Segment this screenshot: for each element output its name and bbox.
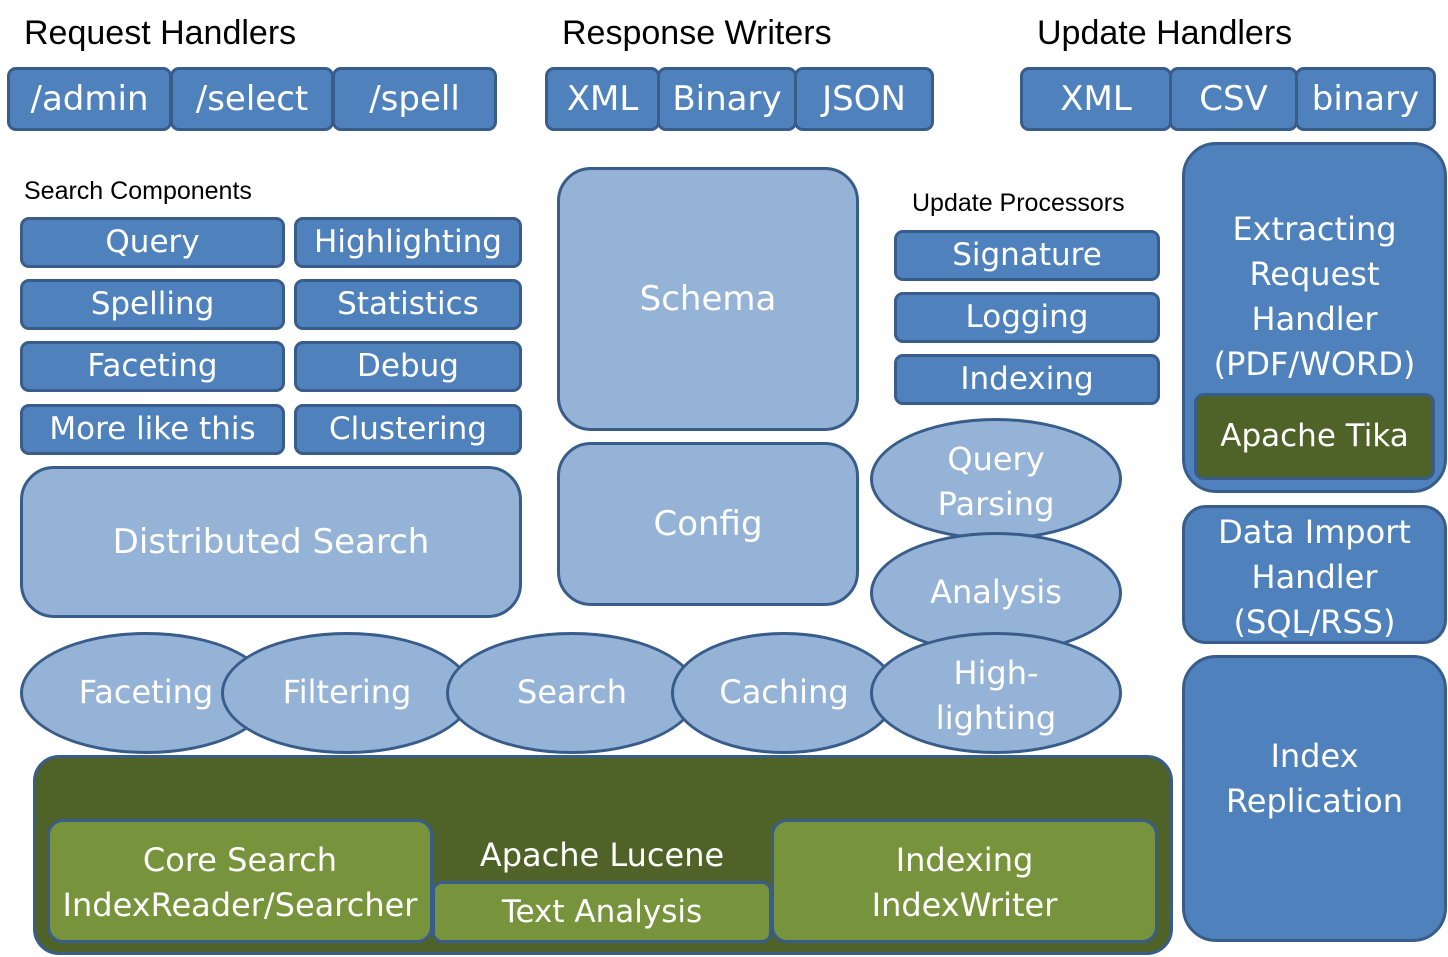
schema-box: Schema xyxy=(557,167,859,431)
search-component-debug: Debug xyxy=(294,341,522,392)
query-parsing-line-2: Parsing xyxy=(937,485,1055,523)
oval-filtering: Filtering xyxy=(221,632,473,754)
indexing-line-2: IndexWriter xyxy=(871,886,1058,924)
index-replication-text: Index Replication xyxy=(1185,734,1444,824)
indexing-text: Indexing IndexWriter xyxy=(774,838,1155,928)
highlighting-oval-text: High- lighting xyxy=(873,651,1119,741)
index-replication-line-1: Index xyxy=(1270,737,1359,775)
data-import-line-1: Data Import xyxy=(1218,513,1411,551)
update-processor-indexing: Indexing xyxy=(894,354,1160,405)
data-import-handler-box: Data Import Handler (SQL/RSS) xyxy=(1182,505,1447,644)
indexing-line-1: Indexing xyxy=(895,841,1034,879)
text-analysis-box: Text Analysis xyxy=(432,881,772,943)
response-writer-xml: XML xyxy=(545,67,660,131)
update-handler-csv: CSV xyxy=(1169,67,1298,131)
oval-query-parsing: Query Parsing xyxy=(870,418,1122,540)
oval-caching: Caching xyxy=(671,632,897,754)
apache-lucene-title: Apache Lucene xyxy=(479,836,725,874)
request-handler-select: /select xyxy=(170,67,334,131)
extracting-handler-line-4: (PDF/WORD) xyxy=(1213,345,1416,383)
core-search-line-2: IndexReader/Searcher xyxy=(62,886,418,924)
search-component-highlighting: Highlighting xyxy=(294,217,522,268)
extracting-handler-text: Extracting Request Handler (PDF/WORD) xyxy=(1185,207,1444,387)
index-replication-line-2: Replication xyxy=(1225,782,1404,820)
search-component-spelling: Spelling xyxy=(20,279,285,330)
core-search-line-1: Core Search xyxy=(142,841,338,879)
data-import-line-3: (SQL/RSS) xyxy=(1233,603,1396,641)
query-parsing-line-1: Query xyxy=(947,440,1045,478)
request-handler-admin: /admin xyxy=(7,67,172,131)
data-import-handler-text: Data Import Handler (SQL/RSS) xyxy=(1185,510,1444,645)
search-component-more-like-this: More like this xyxy=(20,404,285,455)
index-replication-box: Index Replication xyxy=(1182,655,1447,942)
oval-highlighting: High- lighting xyxy=(870,632,1122,754)
search-component-statistics: Statistics xyxy=(294,279,522,330)
response-writers-heading: Response Writers xyxy=(562,14,832,52)
search-component-faceting: Faceting xyxy=(20,341,285,392)
extracting-handler-line-2: Request xyxy=(1249,255,1380,293)
update-processor-logging: Logging xyxy=(894,292,1160,343)
oval-search: Search xyxy=(446,632,698,754)
response-writer-json: JSON xyxy=(794,67,934,131)
indexing-box: Indexing IndexWriter xyxy=(771,819,1158,943)
apache-tika-box: Apache Tika xyxy=(1194,393,1435,480)
update-handler-binary: binary xyxy=(1295,67,1436,131)
request-handlers-heading: Request Handlers xyxy=(24,14,297,52)
highlighting-oval-line-2: lighting xyxy=(935,699,1057,737)
config-box: Config xyxy=(557,442,859,606)
data-import-line-2: Handler xyxy=(1251,558,1378,596)
extracting-handler-line-1: Extracting xyxy=(1232,210,1397,248)
search-component-clustering: Clustering xyxy=(294,404,522,455)
search-component-query: Query xyxy=(20,217,285,268)
query-parsing-text: Query Parsing xyxy=(873,437,1119,527)
request-handler-spell: /spell xyxy=(332,67,497,131)
oval-analysis: Analysis xyxy=(870,532,1122,654)
distributed-search-box: Distributed Search xyxy=(20,466,522,618)
highlighting-oval-line-1: High- xyxy=(953,654,1039,692)
core-search-text: Core Search IndexReader/Searcher xyxy=(50,838,430,928)
update-processor-signature: Signature xyxy=(894,230,1160,281)
update-processors-heading: Update Processors xyxy=(912,189,1125,217)
response-writer-binary: Binary xyxy=(657,67,797,131)
update-handlers-heading: Update Handlers xyxy=(1037,14,1293,52)
update-handler-xml: XML xyxy=(1020,67,1172,131)
core-search-box: Core Search IndexReader/Searcher xyxy=(47,819,433,943)
search-components-heading: Search Components xyxy=(24,177,252,205)
extracting-handler-line-3: Handler xyxy=(1251,300,1378,338)
